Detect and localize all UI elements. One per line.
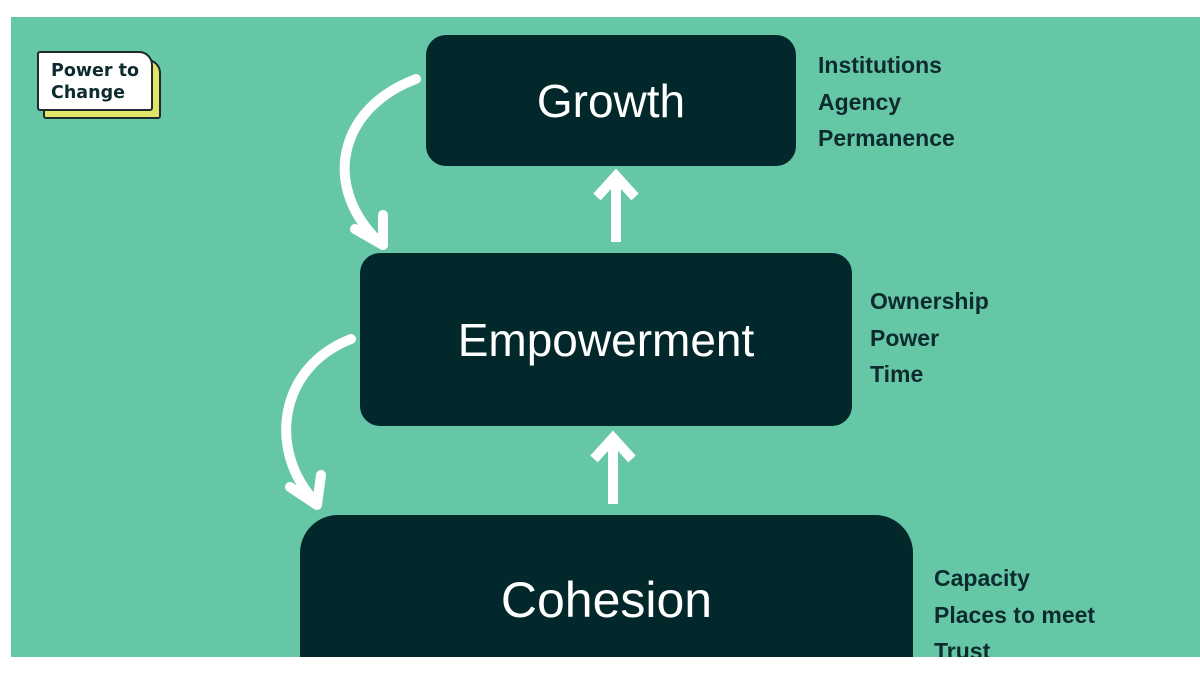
logo-line-1: Power to (51, 61, 139, 81)
attribute-item: Places to meet (934, 601, 1096, 628)
attribute-list-cohesion: Capacity Places to meet Trust (934, 560, 1095, 657)
curved-arrow-empowerment-to-cohesion (281, 334, 356, 510)
attribute-item: Capacity (934, 565, 1030, 591)
level-box-empowerment: Empowerment (360, 253, 852, 426)
attribute-list-growth: Institutions Agency Permanence (818, 47, 955, 157)
curved-arrow-bottom-head (285, 470, 326, 510)
power-to-change-logo: Power to Change (37, 51, 161, 119)
level-box-growth: Growth (426, 35, 796, 166)
logo-line-2: Change (51, 83, 125, 103)
level-title-cohesion: Cohesion (500, 572, 713, 628)
level-box-cohesion: Cohesion (300, 515, 913, 657)
logo-text: Power to Change (51, 60, 139, 104)
curved-arrow-growth-to-empowerment (339, 74, 421, 250)
attribute-item: Permanence (818, 125, 955, 151)
attribute-item: Agency (818, 88, 902, 115)
up-arrow-cohesion-to-empowerment (590, 430, 636, 504)
up-arrow-empowerment-to-growth (593, 168, 639, 242)
attribute-item: Ownership (870, 288, 989, 314)
attribute-item: Time (870, 361, 924, 387)
level-title-empowerment: Empowerment (457, 313, 755, 366)
attribute-item: Institutions (818, 52, 942, 78)
curved-arrow-bottom-path (281, 334, 356, 502)
attribute-item: Power (870, 324, 940, 351)
arrows-layer (281, 74, 639, 510)
attribute-list-empowerment: Ownership Power Time (870, 283, 989, 393)
diagram-canvas: Power to Change Growth Institutions (11, 17, 1200, 657)
curved-arrow-top-path (339, 74, 421, 244)
attribute-item: Trust (934, 638, 991, 657)
curved-arrow-top-head (350, 210, 388, 250)
up-arrow-head-bottom (590, 430, 636, 463)
up-arrow-head-top (593, 168, 639, 201)
level-title-growth: Growth (536, 74, 686, 127)
logo-card: Power to Change (37, 51, 153, 111)
